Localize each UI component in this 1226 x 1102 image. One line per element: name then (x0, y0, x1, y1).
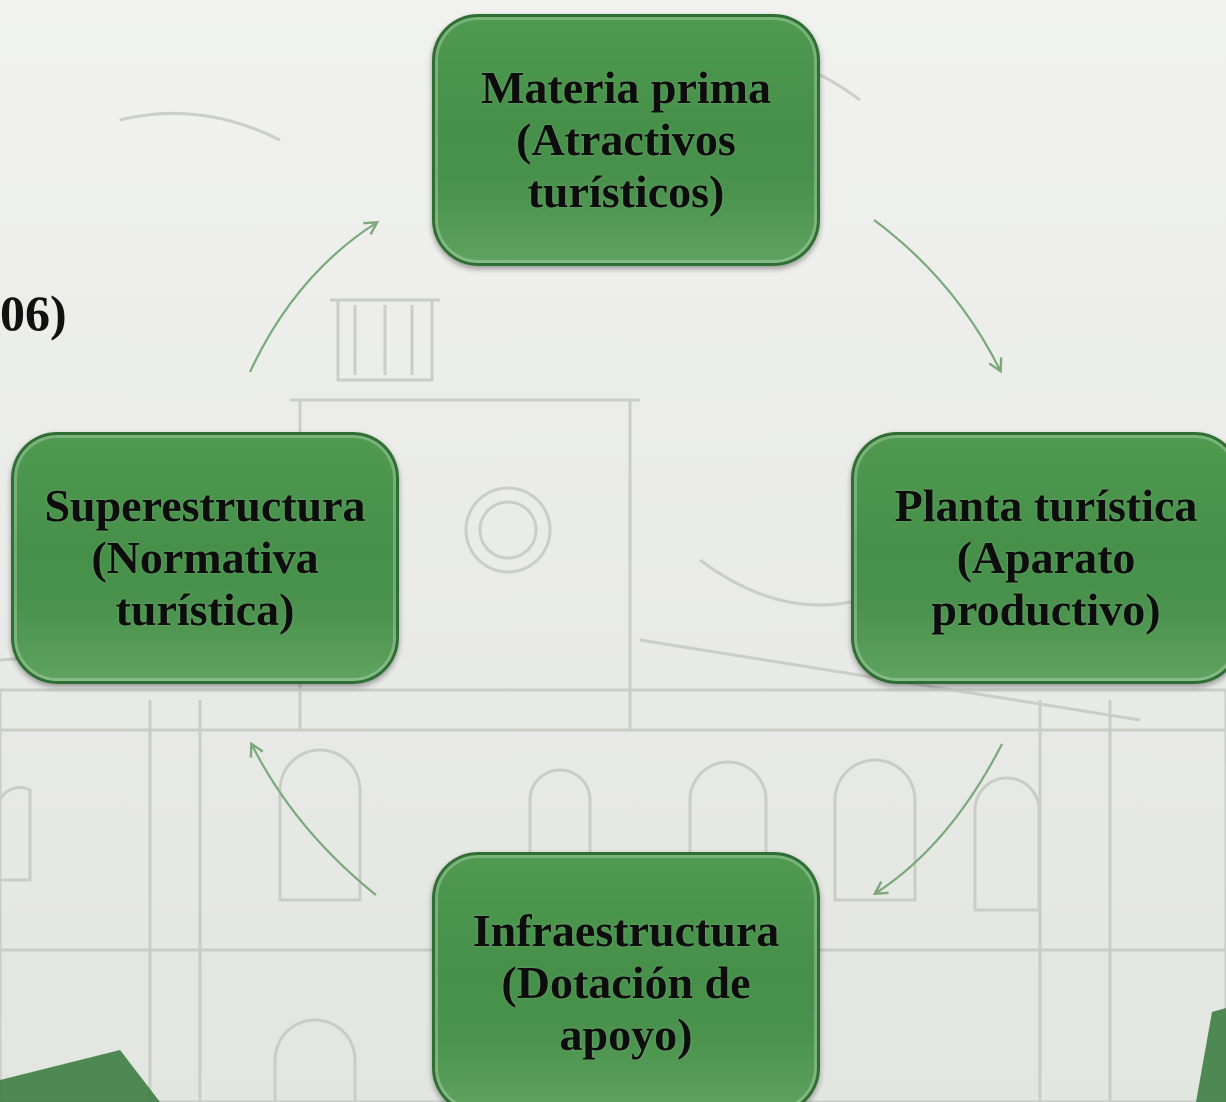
node-superestructura: Superestructura (Normativa turística) (11, 432, 399, 684)
partial-title-text: 06) (0, 285, 67, 341)
node-infraestructura: Infraestructura (Dotación de apoyo) (432, 852, 820, 1102)
node-superestructura-label: Superestructura (Normativa turística) (44, 480, 366, 635)
arrow-right-to-bottom (872, 743, 1003, 896)
arrow-top-to-right (873, 219, 1003, 374)
node-planta-turistica-label: Planta turística (Aparato productivo) (894, 480, 1198, 635)
node-materia-prima-label: Materia prima (Atractivos turísticos) (481, 62, 771, 217)
node-materia-prima: Materia prima (Atractivos turísticos) (432, 14, 820, 266)
arrow-bottom-to-left (249, 741, 377, 896)
node-infraestructura-label: Infraestructura (Dotación de apoyo) (472, 905, 780, 1060)
node-planta-turistica: Planta turística (Aparato productivo) (851, 432, 1226, 684)
arrow-left-to-top (249, 220, 380, 373)
